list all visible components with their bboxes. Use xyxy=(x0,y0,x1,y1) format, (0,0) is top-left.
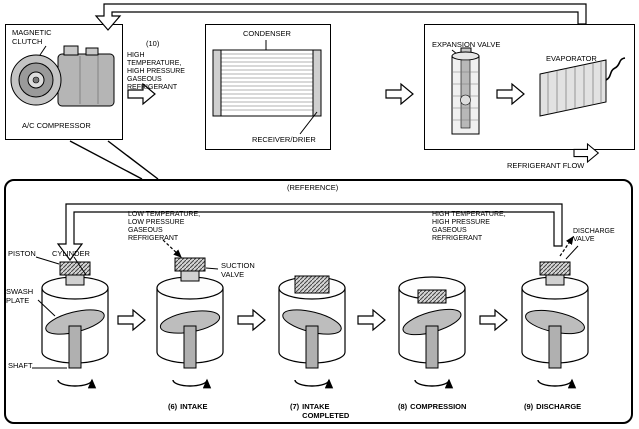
flow-10-description: HIGH TEMPERATURE, HIGH PRESSURE GASEOUS … xyxy=(127,52,185,92)
low-temp-refrigerant-label: LOW TEMPERATURE, LOW PRESSURE GASEOUS RE… xyxy=(128,211,201,243)
stage-number: (8) xyxy=(398,402,408,411)
stage-number: (9) xyxy=(524,402,534,411)
compressor-box xyxy=(5,24,123,140)
stage-name: INTAKE xyxy=(180,402,208,411)
receiver-drier-label: RECEIVER/DRIER xyxy=(252,135,316,144)
discharge-valve-label: DISCHARGE VALVE xyxy=(573,228,615,244)
stage-number: (7) xyxy=(290,402,300,411)
condenser-box xyxy=(205,24,331,150)
reference-title: (REFERENCE) xyxy=(287,183,339,192)
stage-label-compression: (8) COMPRESSION xyxy=(398,402,466,411)
condenser-label: CONDENSER xyxy=(243,29,291,38)
ac-compressor-label: A/C COMPRESSOR xyxy=(22,121,91,130)
suction-valve-label: SUCTION VALVE xyxy=(221,261,255,279)
reference-panel xyxy=(4,179,633,424)
cylinder-label: CYLINDER xyxy=(52,249,90,258)
refrigerant-flow-label: REFRIGERANT FLOW xyxy=(507,161,585,170)
piston-label: PISTON xyxy=(8,249,36,258)
stage-number: (6) xyxy=(168,402,178,411)
evaporator-label: EVAPORATOR xyxy=(546,54,597,63)
expansion-valve-label: EXPANSION VALVE xyxy=(432,40,501,49)
swash-plate-label: SWASH PLATE xyxy=(6,287,34,305)
magnetic-clutch-label: MAGNETIC CLUTCH xyxy=(12,28,52,46)
high-temp-refrigerant-label: HIGH TEMPERATURE, HIGH PRESSURE GASEOUS … xyxy=(432,211,506,243)
stage-label-intake-completed: (7) INTAKE COMPLETED xyxy=(290,402,354,420)
shaft-label: SHAFT xyxy=(8,361,33,370)
stage-name: DISCHARGE xyxy=(536,402,582,411)
stage-label-discharge: (9) DISCHARGE xyxy=(524,402,581,411)
stage-name: COMPRESSION xyxy=(410,402,467,411)
flow-arrow-condenser-to-expansion xyxy=(385,83,414,105)
callout-wedge xyxy=(69,140,159,180)
stage-label-intake: (6) INTAKE xyxy=(168,402,208,411)
flow-10-number: (10) xyxy=(146,39,160,48)
stage-name: INTAKE COMPLETED xyxy=(302,402,350,420)
